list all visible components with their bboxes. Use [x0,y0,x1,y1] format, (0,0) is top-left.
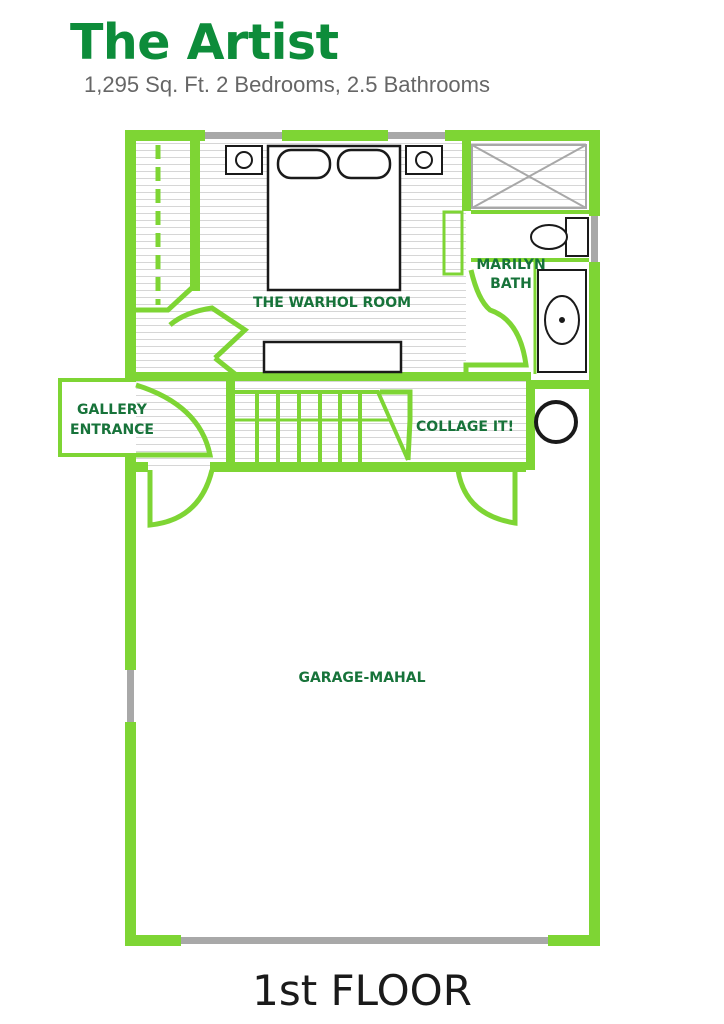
room-label-gallery: GALLERY [77,402,148,418]
room-label-collage: COLLAGE IT! [416,419,514,435]
walls [125,130,600,946]
room-label-marilyn: MARILYN [476,257,545,273]
room-label-entrance: ENTRANCE [70,422,154,438]
nightstand-icon [225,145,443,175]
room-label-warhol: THE WARHOL ROOM [253,295,411,311]
floor-label: 1st FLOOR [252,966,472,1015]
staircase [235,390,410,462]
plan-subtitle: 1,295 Sq. Ft. 2 Bedrooms, 2.5 Bathrooms [84,72,490,97]
room-label-bath: BATH [490,276,532,292]
windows [127,132,598,944]
toilet-icon [530,217,589,257]
bed-icon [266,144,402,292]
plan-title: The Artist [70,14,339,71]
dresser-icon [262,340,403,374]
sink-icon [537,269,587,373]
shower [471,144,587,209]
wall-outlines [58,145,589,528]
room-label-garage: GARAGE-MAHAL [298,670,425,686]
water-heater-icon [534,400,578,444]
